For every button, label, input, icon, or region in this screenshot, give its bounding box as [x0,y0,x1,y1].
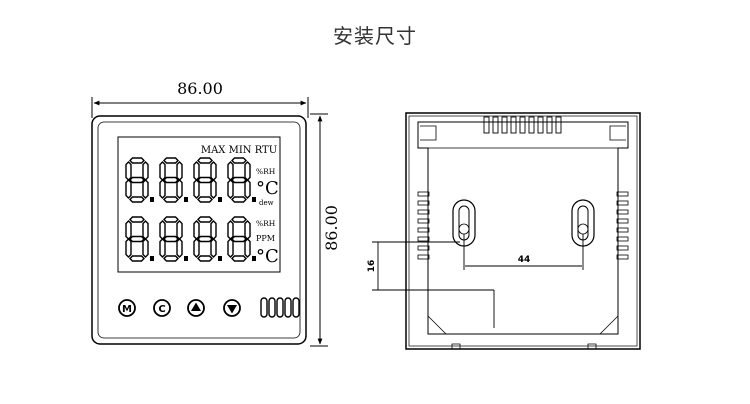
button-up[interactable] [187,299,205,317]
height-dimension: 86.00 [310,113,341,347]
lcd-segment [244,238,251,258]
rear-housing [405,112,641,350]
lcd-segment [125,238,132,258]
unit-celsius-bottom: °C [256,246,279,267]
vertical-offset-label: 16 [367,260,377,273]
lcd-decimal-point [218,256,222,261]
hole-spacing-label: 44 [518,255,531,265]
front-view: 86.00 86.00 MAX MIN RTU %RH °C dew %RH P… [91,79,341,347]
lcd-segment [163,196,179,203]
lcd-decimal-point [184,256,188,261]
lcd-segment [176,179,183,199]
button-m[interactable]: M [118,299,136,317]
lcd-decimal-point [150,256,154,261]
lcd-segment [176,161,183,181]
lcd-segment [197,196,213,203]
lcd-segment [231,235,247,243]
lcd-segment [193,179,200,199]
unit-rh-top: %RH [256,167,276,176]
button-c[interactable]: C [153,299,171,317]
lcd-decimal-point [184,197,188,202]
lcd-segment [125,161,132,181]
width-dimension: 86.00 [91,79,309,118]
down-arrow-icon [227,305,237,314]
lcd-decimal-point [252,197,256,202]
lcd-segment [159,220,166,240]
lcd-decimal-point [150,197,154,202]
unit-rh-bottom: %RH [256,219,276,228]
lcd-segment [197,216,213,223]
right-vents [616,191,629,260]
indicator-max-min-rtu: MAX MIN RTU [201,145,277,156]
lcd-segment [159,238,166,258]
lcd-segment [231,157,247,164]
button-down[interactable] [223,299,241,317]
lcd-segment [163,216,179,223]
left-vents [417,191,430,260]
lcd-segment [231,176,247,184]
device-bezel [97,121,301,339]
lcd-decimal-point [252,256,256,261]
lcd-segment [142,179,149,199]
lcd-segment [176,220,183,240]
top-vents [483,116,562,134]
lcd-segment [197,255,213,262]
lcd-segment [210,179,217,199]
height-dimension-label: 86.00 [322,205,341,251]
lcd-segment [163,235,179,243]
lcd-segment [129,235,145,243]
lcd-segment [159,161,166,181]
lcd-segment [193,161,200,181]
lcd-segment [210,220,217,240]
lcd-segment [129,157,145,164]
lcd-segment [176,238,183,258]
lcd-segment [197,235,213,243]
lcd-segment [129,255,145,262]
hole-spacing-dimension: 44 [463,234,584,270]
lcd-segment [142,220,149,240]
lcd-segment [129,196,145,203]
unit-celsius-top: °C [256,178,279,199]
lcd-segment [163,255,179,262]
lcd-segment [142,161,149,181]
dew-indicator: dew [259,199,274,207]
lcd-segment [231,255,247,262]
lcd-segment [210,238,217,258]
lcd-segment [244,161,251,181]
back-view: 44 16 [367,112,641,350]
lcd-segment [125,220,132,240]
width-dimension-label: 86.00 [177,79,223,98]
lcd-segment [227,238,234,258]
lcd-segment [244,220,251,240]
lcd-segment [163,176,179,184]
lcd-segment [227,179,234,199]
up-arrow-icon [191,302,201,311]
lcd-segment [129,176,145,184]
lcd-segment [244,179,251,199]
lcd-segment [197,176,213,184]
lcd-segment [210,161,217,181]
led-indicators [260,297,300,318]
button-m-label: M [122,304,132,315]
vertical-offset-dimension: 16 [367,241,495,328]
lcd-segment [193,238,200,258]
lcd-segment [231,196,247,203]
lcd-decimal-point [218,197,222,202]
lcd-segment [227,220,234,240]
lcd-segment [159,179,166,199]
lcd-segment [163,157,179,164]
lcd-segment [193,220,200,240]
lcd-segment [142,238,149,258]
lcd-segment [125,179,132,199]
lcd-segment [227,161,234,181]
lcd-digits-bottom-row [125,216,256,262]
lcd-digits-top-row [125,157,256,203]
page-title: 安装尺寸 [333,24,417,48]
ppm-indicator: PPM [256,234,275,243]
lcd-segment [231,216,247,223]
lcd-segment [129,216,145,223]
lcd-segment [197,157,213,164]
button-c-label: C [158,304,165,315]
